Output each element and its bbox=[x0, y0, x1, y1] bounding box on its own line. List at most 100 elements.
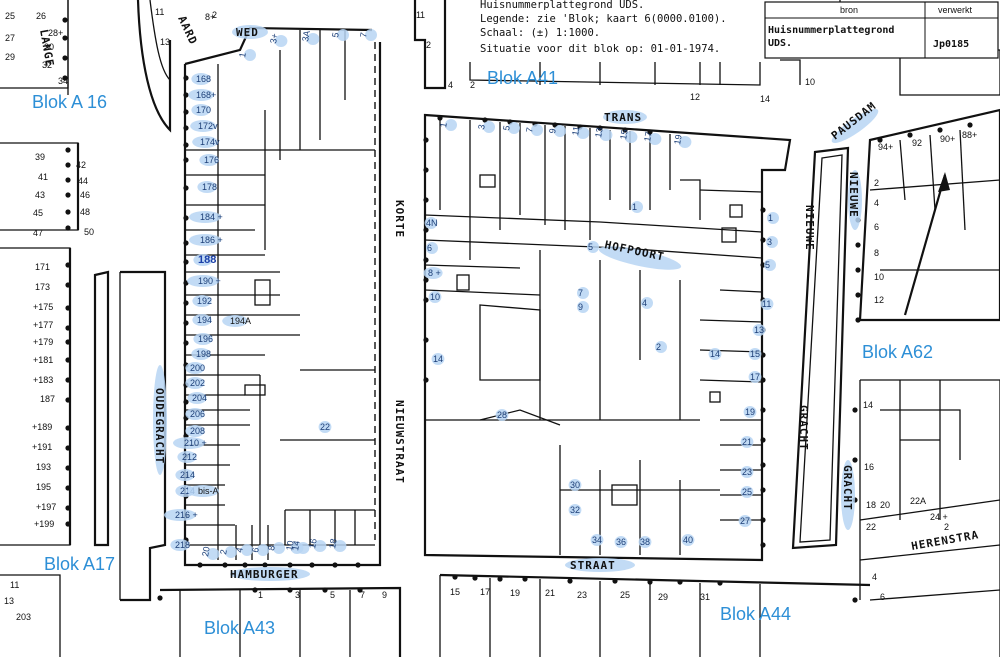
house-number-highlight bbox=[624, 131, 638, 143]
house-number: 7 bbox=[360, 590, 365, 600]
house-number-highlight bbox=[318, 421, 332, 433]
house-number-highlight bbox=[193, 333, 213, 345]
house-number-highlight bbox=[191, 73, 211, 85]
street-oudegracht: OUDEGRACHT bbox=[153, 388, 166, 464]
house-number: 206 bbox=[190, 409, 205, 419]
house-number: 13 bbox=[754, 325, 764, 335]
house-number: 44 bbox=[78, 176, 88, 186]
house-number: 5 bbox=[330, 32, 341, 39]
house-number: 187 bbox=[40, 394, 55, 404]
house-number: 25 bbox=[5, 11, 15, 21]
house-number: +199 bbox=[34, 519, 54, 529]
house-number: 2 bbox=[656, 342, 661, 352]
house-number: 40 bbox=[683, 535, 693, 545]
house-number-highlight bbox=[197, 181, 217, 193]
house-number: 25 bbox=[742, 487, 752, 497]
house-number: 3+ bbox=[268, 33, 280, 45]
house-number-highlight bbox=[333, 540, 347, 552]
house-number-highlight bbox=[445, 119, 457, 131]
house-number: 17 bbox=[750, 372, 760, 382]
house-number: 173 bbox=[35, 282, 50, 292]
house-number-highlight bbox=[170, 539, 190, 551]
house-number: 8 bbox=[874, 248, 879, 258]
house-number-highlight bbox=[577, 287, 589, 299]
house-number: 202 bbox=[190, 378, 205, 388]
house-number: +183 bbox=[33, 375, 53, 385]
house-number-highlight bbox=[678, 136, 692, 148]
house-number: 7 bbox=[524, 127, 535, 134]
house-number-highlight bbox=[222, 315, 248, 327]
street-nieuwe: NIEUWE bbox=[847, 172, 860, 218]
house-number-highlight bbox=[225, 546, 237, 558]
house-number-highlight bbox=[743, 406, 757, 418]
house-number: 194A bbox=[230, 316, 251, 326]
house-number-highlight bbox=[173, 437, 205, 449]
house-number-highlight bbox=[185, 362, 205, 374]
house-number: 12 bbox=[690, 92, 700, 102]
street-highlights bbox=[153, 25, 879, 581]
legend: Huisnummerplattegrond UDS. Legende: zie … bbox=[455, 0, 999, 62]
house-number: 8 + bbox=[428, 268, 441, 278]
block-label-a43: Blok A43 bbox=[204, 618, 275, 638]
house-number: 18 bbox=[327, 538, 339, 550]
house-number: 6 bbox=[880, 592, 885, 602]
house-number: 186 + bbox=[200, 235, 223, 245]
house-number-highlight bbox=[365, 29, 377, 41]
house-number-highlight bbox=[206, 548, 220, 560]
house-number: 19 bbox=[510, 588, 520, 598]
street-wed: WED bbox=[236, 26, 259, 39]
house-number-highlight bbox=[483, 121, 495, 133]
house-number: 8+ bbox=[205, 12, 215, 22]
street-straat: STRAAT bbox=[570, 559, 616, 572]
legend-source-a: Huisnummerplattegrond bbox=[768, 24, 894, 36]
house-number-highlight bbox=[189, 211, 221, 223]
house-number-highlight bbox=[531, 124, 543, 136]
house-number-highlight bbox=[638, 536, 652, 548]
house-number-highlight bbox=[752, 324, 766, 336]
house-number-highlight bbox=[648, 133, 662, 145]
house-number: 11 bbox=[570, 125, 581, 136]
house-number: 17 bbox=[480, 587, 490, 597]
house-number-highlight bbox=[185, 377, 205, 389]
house-number: 17 bbox=[642, 131, 654, 143]
house-number: 25 bbox=[620, 590, 630, 600]
block-label-a41: Blok A41 bbox=[487, 68, 558, 88]
house-number: 12 bbox=[874, 295, 884, 305]
house-number: 13 bbox=[593, 127, 605, 139]
street-korte: KORTE bbox=[393, 200, 406, 238]
house-number-highlight bbox=[576, 127, 590, 139]
house-number-highlight bbox=[740, 436, 754, 448]
house-number: 14 bbox=[433, 354, 443, 364]
house-number-highlight bbox=[337, 29, 349, 41]
house-number: 28+ bbox=[48, 28, 63, 38]
house-number: 170 bbox=[196, 105, 211, 115]
house-number: 18 bbox=[866, 500, 876, 510]
house-number: 1 bbox=[258, 590, 263, 600]
house-number: 198 bbox=[196, 349, 211, 359]
house-number-highlight bbox=[495, 409, 509, 421]
house-number-highlight bbox=[764, 259, 776, 271]
house-number-highlight bbox=[192, 136, 218, 148]
house-number: 14 bbox=[710, 349, 720, 359]
house-number-highlight bbox=[568, 504, 582, 516]
house-number: 15 bbox=[450, 587, 460, 597]
house-number: 2 bbox=[944, 522, 949, 532]
street-gracht: GRACHT bbox=[841, 465, 854, 511]
house-number: 10 bbox=[284, 540, 296, 552]
house-number: 168+ bbox=[196, 90, 216, 100]
house-number: 193 bbox=[36, 462, 51, 472]
house-number-highlight bbox=[306, 33, 320, 45]
house-number: bis-A bbox=[198, 486, 219, 496]
house-number: 5 bbox=[765, 260, 770, 270]
house-number-highlight bbox=[614, 536, 628, 548]
house-number-highlight bbox=[766, 236, 778, 248]
house-number: 46 bbox=[80, 190, 90, 200]
house-number-highlight bbox=[641, 297, 653, 309]
street-hamburger: HAMBURGER bbox=[230, 568, 299, 581]
house-number: 29 bbox=[658, 592, 668, 602]
